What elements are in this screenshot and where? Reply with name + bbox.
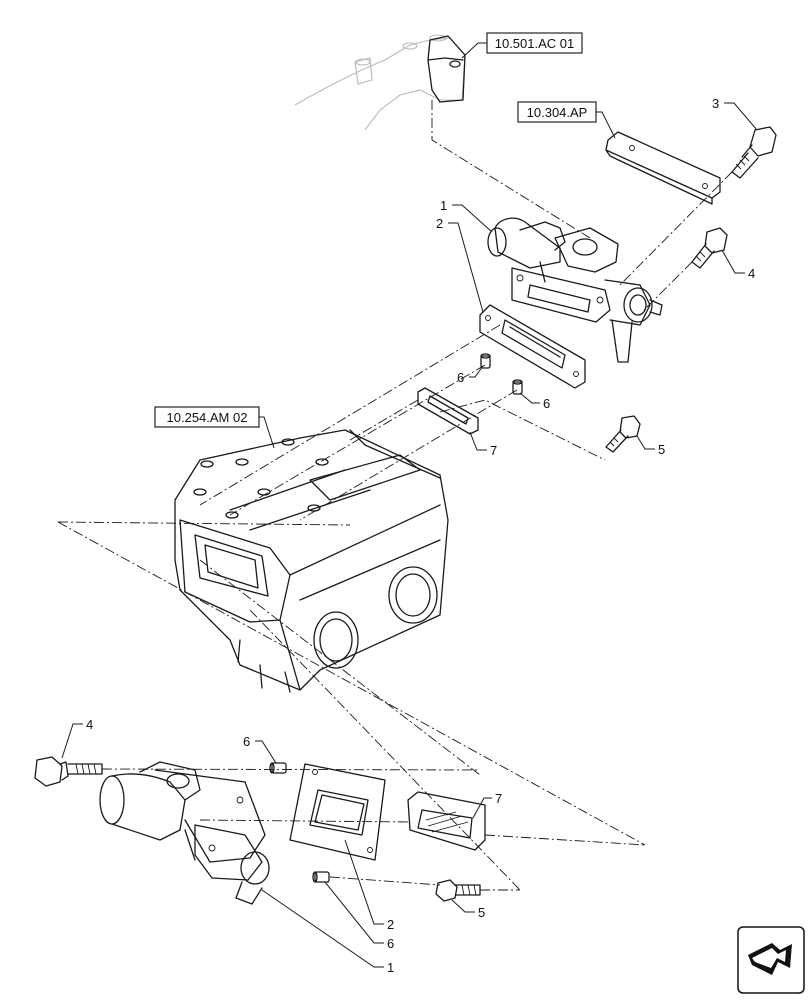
callout-6-top-b: 6: [543, 396, 550, 411]
gasket-2-lower: [289, 763, 386, 861]
reference-10-304-ap[interactable]: 10.304.AP: [517, 101, 597, 123]
egr-valve-lower: [99, 761, 270, 905]
gasket-7-lower: [407, 791, 486, 851]
callout-4-bottom: 4: [86, 717, 93, 732]
callout-6-bottom-top: 6: [243, 734, 250, 749]
gasket-2-upper: [479, 304, 586, 389]
callout-4-top: 4: [748, 266, 755, 281]
bolt-5-lower: [435, 879, 481, 902]
callout-6-top-a: 6: [457, 370, 464, 385]
callout-2-top: 2: [436, 216, 443, 231]
callout-7-top: 7: [490, 443, 497, 458]
callout-2-bottom: 2: [387, 917, 394, 932]
reference-label: 10.254.AM 02: [167, 410, 248, 425]
reference-10-501-ac-01[interactable]: 10.501.AC 01: [486, 32, 583, 54]
bolt-4-bottom: [34, 756, 103, 787]
callout-6-bottom: 6: [387, 936, 394, 951]
dowel-6-lower-bottom: [312, 871, 330, 883]
dowel-6-lower-top: [269, 762, 287, 774]
egr-valve-upper: [487, 217, 663, 363]
assembly-lines: [57, 100, 733, 891]
reference-label: 10.501.AC 01: [495, 36, 575, 51]
intake-manifold: [174, 429, 449, 693]
next-page-arrow-icon[interactable]: [737, 926, 805, 994]
callout-5-top: 5: [658, 442, 665, 457]
reference-10-254-am-02[interactable]: 10.254.AM 02: [154, 406, 260, 428]
reference-label: 10.304.AP: [527, 105, 588, 120]
bolt-5-upper: [605, 415, 641, 453]
bolt-3: [731, 126, 777, 179]
bracket-plate: [605, 131, 721, 205]
callout-1-top: 1: [440, 198, 447, 213]
dowel-6-upper-a: [480, 353, 491, 369]
callouts: 1 2 3 4 6 6 7 5 4 6 7 5 2: [61, 96, 758, 975]
callout-7-bottom: 7: [495, 791, 502, 806]
callout-5-bottom: 5: [478, 905, 485, 920]
callout-3: 3: [712, 96, 719, 111]
callout-1-bottom: 1: [387, 960, 394, 975]
engine-bracket-background: [294, 34, 466, 131]
gasket-7-upper: [417, 387, 479, 435]
dowel-6-upper-b: [512, 379, 523, 395]
bolt-4-top: [691, 227, 728, 269]
